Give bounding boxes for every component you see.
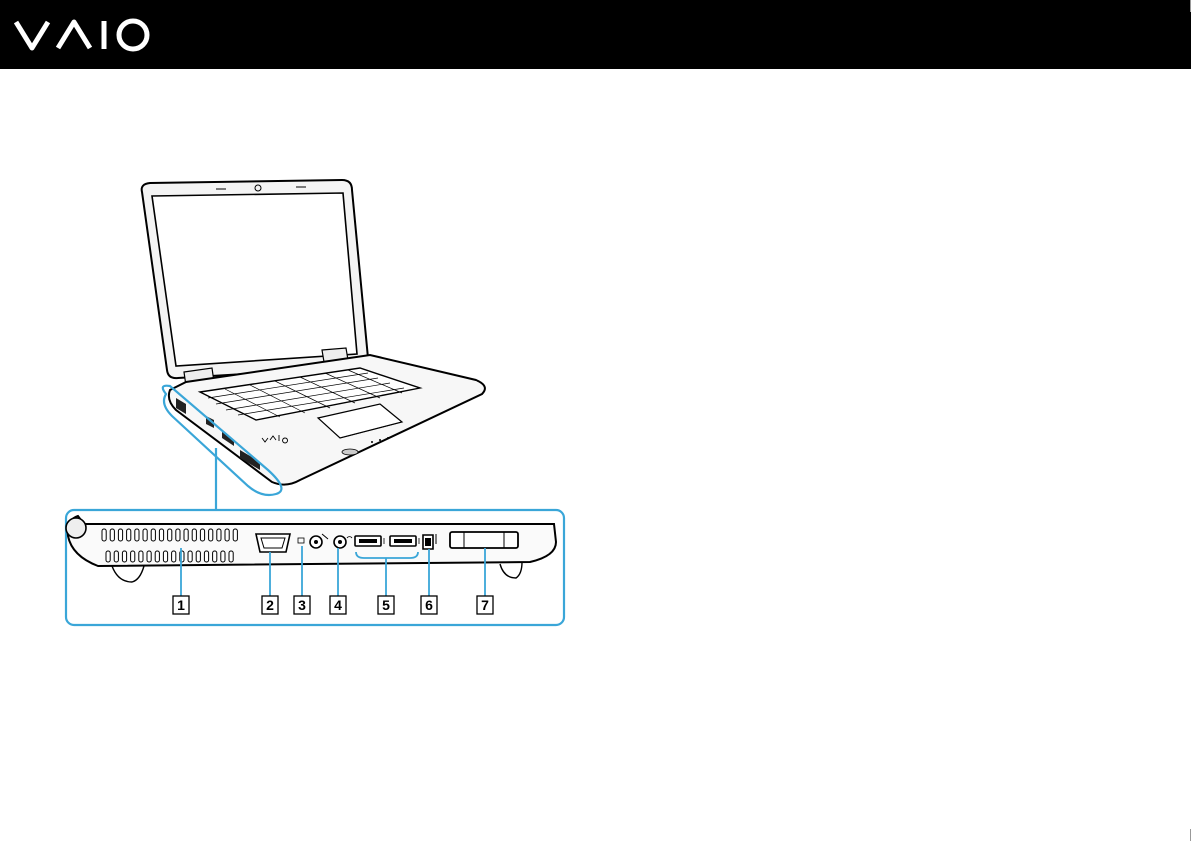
vent-slot	[163, 551, 167, 562]
vent-slot	[172, 551, 176, 562]
vent-slot	[122, 551, 126, 562]
vent-slot	[209, 529, 213, 541]
vent-slot	[139, 551, 143, 562]
monitor-port	[256, 534, 290, 552]
expresscard-slot	[450, 532, 518, 548]
callout-number-1: 1	[177, 597, 185, 613]
vent-slot	[159, 529, 163, 541]
vent-slot	[200, 529, 204, 541]
vent-slot	[102, 529, 106, 541]
vent-slot	[196, 551, 200, 562]
callout-number-2: 2	[266, 597, 274, 613]
callout-number-3: 3	[298, 597, 306, 613]
vent-slot	[221, 551, 225, 562]
vent-slot	[135, 529, 139, 541]
vent-slot	[229, 551, 233, 562]
vent-slot	[233, 529, 237, 541]
laptop-side-view	[66, 516, 556, 582]
vent-slot	[131, 551, 135, 562]
callout-number-4: 4	[334, 597, 342, 613]
vent-slot	[106, 551, 110, 562]
vent-slot	[217, 529, 221, 541]
vent-slot	[155, 551, 159, 562]
vent-slot	[143, 529, 147, 541]
vent-slot	[192, 529, 196, 541]
vent-slot	[110, 529, 114, 541]
laptop-illustration	[142, 180, 485, 485]
vent-slot	[213, 551, 217, 562]
vent-slot	[225, 529, 229, 541]
vent-slot	[147, 551, 151, 562]
vent-slot	[184, 529, 188, 541]
vent-slot	[118, 529, 122, 541]
vent-slot	[204, 551, 208, 562]
vent-slot	[127, 529, 131, 541]
vent-slot	[151, 529, 155, 541]
vent-slot	[114, 551, 118, 562]
vent-slot	[176, 529, 180, 541]
vent-slot	[168, 529, 172, 541]
callout-number-6: 6	[425, 597, 433, 613]
callout-number-7: 7	[481, 597, 489, 613]
vent-slot	[188, 551, 192, 562]
callout-number-5: 5	[382, 597, 390, 613]
